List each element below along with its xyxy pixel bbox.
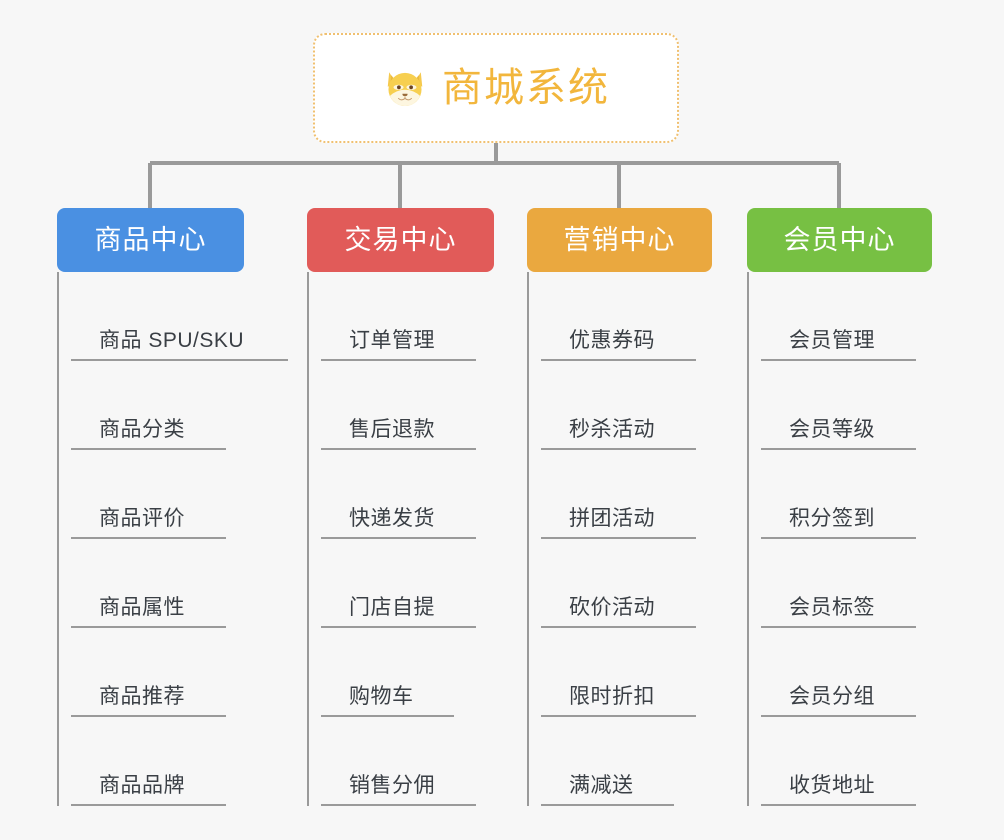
leaf-item[interactable]: 商品品牌: [71, 717, 244, 806]
category-label: 营销中心: [563, 224, 676, 255]
root-title: 商城系统: [442, 66, 610, 110]
leaf-list-product-center: 商品 SPU/SKU 商品分类 商品评价 商品属性 商品推荐 商品品牌: [57, 272, 288, 806]
leaf-label: 商品属性: [99, 596, 185, 619]
leaf-label: 砍价活动: [569, 596, 655, 619]
category-label: 商品中心: [94, 224, 207, 255]
leaf-label: 购物车: [349, 685, 414, 708]
leaf-item[interactable]: 砍价活动: [541, 539, 712, 628]
leaf-underline: [761, 537, 916, 539]
leaf-item[interactable]: 优惠券码: [541, 272, 712, 361]
leaf-label: 优惠券码: [569, 329, 655, 352]
column-spine: [57, 272, 59, 806]
category-label: 交易中心: [344, 224, 457, 255]
shiba-dog-face-icon: [387, 72, 423, 106]
leaf-underline: [71, 537, 226, 539]
leaf-underline: [71, 626, 226, 628]
leaf-underline: [541, 804, 674, 806]
leaf-underline: [321, 448, 476, 450]
category-box-trade-center[interactable]: 交易中心: [307, 208, 494, 272]
leaf-item[interactable]: 商品评价: [71, 450, 244, 539]
column-spine: [527, 272, 529, 806]
leaf-item[interactable]: 会员分组: [761, 628, 932, 717]
category-box-member-center[interactable]: 会员中心: [747, 208, 932, 272]
leaf-label: 会员标签: [789, 596, 875, 619]
leaf-underline: [761, 715, 916, 717]
leaf-item[interactable]: 门店自提: [321, 539, 494, 628]
leaf-item[interactable]: 商品 SPU/SKU: [71, 272, 288, 361]
leaf-item[interactable]: 订单管理: [321, 272, 494, 361]
leaf-label: 商品品牌: [99, 774, 185, 797]
leaf-label: 订单管理: [349, 329, 435, 352]
leaf-label: 满减送: [569, 774, 634, 797]
leaf-list-trade-center: 订单管理 售后退款 快递发货 门店自提 购物车 销售分佣: [307, 272, 494, 806]
leaf-item[interactable]: 商品属性: [71, 539, 244, 628]
leaf-item[interactable]: 快递发货: [321, 450, 494, 539]
leaf-label: 会员等级: [789, 418, 875, 441]
leaf-underline: [71, 448, 226, 450]
leaf-underline: [541, 448, 696, 450]
leaf-item[interactable]: 商品推荐: [71, 628, 244, 717]
leaf-underline: [321, 537, 476, 539]
leaf-label: 积分签到: [789, 507, 875, 530]
category-column-member-center: 会员中心 会员管理 会员等级 积分签到 会员标签 会员分组: [747, 208, 932, 806]
category-box-product-center[interactable]: 商品中心: [57, 208, 244, 272]
leaf-label: 拼团活动: [569, 507, 655, 530]
leaf-underline: [321, 626, 476, 628]
leaf-label: 商品 SPU/SKU: [99, 329, 245, 352]
leaf-item[interactable]: 会员等级: [761, 361, 932, 450]
leaf-item[interactable]: 限时折扣: [541, 628, 712, 717]
leaf-label: 商品推荐: [99, 685, 185, 708]
leaf-underline: [321, 715, 454, 717]
leaf-label: 快递发货: [349, 507, 435, 530]
leaf-label: 会员分组: [789, 685, 875, 708]
leaf-underline: [321, 359, 476, 361]
leaf-item[interactable]: 会员标签: [761, 539, 932, 628]
leaf-item[interactable]: 商品分类: [71, 361, 244, 450]
leaf-underline: [71, 359, 288, 361]
leaf-item[interactable]: 会员管理: [761, 272, 932, 361]
leaf-label: 商品评价: [99, 507, 185, 530]
leaf-item[interactable]: 售后退款: [321, 361, 494, 450]
leaf-label: 门店自提: [349, 596, 435, 619]
leaf-underline: [761, 626, 916, 628]
leaf-item[interactable]: 收货地址: [761, 717, 932, 806]
leaf-label: 会员管理: [789, 329, 875, 352]
leaf-label: 售后退款: [349, 418, 435, 441]
leaf-item[interactable]: 购物车: [321, 628, 494, 717]
column-spine: [307, 272, 309, 806]
leaf-underline: [71, 804, 226, 806]
leaf-label: 商品分类: [99, 418, 185, 441]
leaf-underline: [541, 359, 696, 361]
leaf-underline: [541, 626, 696, 628]
category-column-trade-center: 交易中心 订单管理 售后退款 快递发货 门店自提 购物车: [307, 208, 494, 806]
leaf-underline: [71, 715, 226, 717]
category-label: 会员中心: [783, 224, 896, 255]
leaf-item[interactable]: 销售分佣: [321, 717, 494, 806]
root-node[interactable]: 商城系统: [313, 33, 679, 143]
leaf-label: 秒杀活动: [569, 418, 655, 441]
leaf-underline: [541, 537, 696, 539]
category-column-marketing-center: 营销中心 优惠券码 秒杀活动 拼团活动 砍价活动 限时折扣: [527, 208, 712, 806]
leaf-item[interactable]: 秒杀活动: [541, 361, 712, 450]
leaf-list-member-center: 会员管理 会员等级 积分签到 会员标签 会员分组 收货地址: [747, 272, 932, 806]
category-box-marketing-center[interactable]: 营销中心: [527, 208, 712, 272]
leaf-underline: [761, 804, 916, 806]
leaf-underline: [761, 359, 916, 361]
category-column-product-center: 商品中心 商品 SPU/SKU 商品分类 商品评价 商品属性 商品推荐: [57, 208, 288, 806]
leaf-underline: [541, 715, 696, 717]
leaf-underline: [321, 804, 476, 806]
leaf-label: 收货地址: [789, 774, 875, 797]
leaf-item[interactable]: 满减送: [541, 717, 712, 806]
leaf-item[interactable]: 积分签到: [761, 450, 932, 539]
leaf-list-marketing-center: 优惠券码 秒杀活动 拼团活动 砍价活动 限时折扣 满减送: [527, 272, 712, 806]
leaf-label: 销售分佣: [349, 774, 435, 797]
leaf-underline: [761, 448, 916, 450]
leaf-label: 限时折扣: [569, 685, 655, 708]
column-spine: [747, 272, 749, 806]
leaf-item[interactable]: 拼团活动: [541, 450, 712, 539]
